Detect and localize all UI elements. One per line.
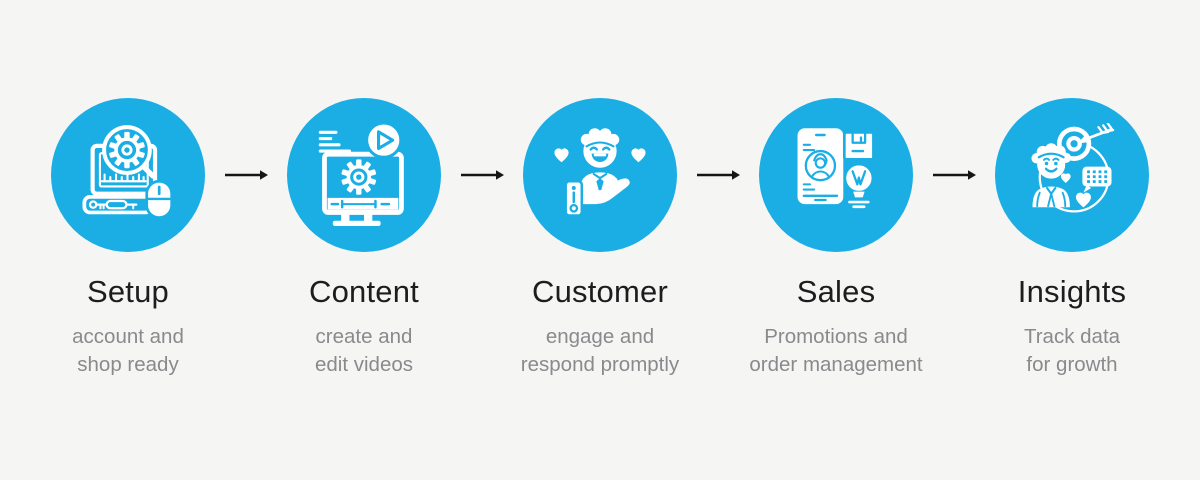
target-analytics-person-icon <box>1031 123 1115 213</box>
smartphone-order-bulb-icon <box>797 128 875 209</box>
step-description-line: Promotions and <box>764 325 908 348</box>
flow-arrow <box>459 98 505 252</box>
flow-arrow <box>223 98 269 252</box>
step-description-line: engage and <box>545 325 655 348</box>
step-description: create and edit videos <box>315 323 413 378</box>
step-title: Sales <box>796 274 876 309</box>
step-title: Setup <box>86 274 169 309</box>
step-circle <box>287 98 441 252</box>
step-circle <box>523 98 677 252</box>
step-description-line: create and <box>315 325 413 348</box>
right-arrow-icon <box>225 170 268 180</box>
step-sales: Sales Promotions and order management <box>741 98 931 378</box>
step-circle <box>995 98 1149 252</box>
step-description-line: for growth <box>1026 352 1118 376</box>
flow-arrow <box>931 98 977 252</box>
flow-arrow <box>695 98 741 252</box>
right-arrow-icon <box>461 170 504 180</box>
right-arrow-icon <box>933 170 976 180</box>
video-editing-monitor-icon <box>318 123 404 226</box>
workflow-row: Setup account and shop ready <box>33 98 1167 378</box>
step-description-line: edit videos <box>314 352 413 376</box>
step-description: Track data for growth <box>1024 323 1120 378</box>
customer-care-hand-icon <box>554 128 646 217</box>
step-description: account and shop ready <box>72 323 184 378</box>
step-title: Customer <box>532 274 668 309</box>
step-description-line: shop ready <box>77 352 179 376</box>
step-content: Content create and edit videos <box>269 98 459 378</box>
step-description: engage and respond promptly <box>521 323 679 378</box>
step-title: Content <box>309 274 419 309</box>
step-circle <box>759 98 913 252</box>
step-insights: Insights Track data for growth <box>977 98 1167 378</box>
right-arrow-icon <box>697 170 740 180</box>
step-description-line: order management <box>749 352 923 376</box>
step-setup: Setup account and shop ready <box>33 98 223 378</box>
step-description-line: account and <box>72 325 184 348</box>
laptop-search-gear-icon <box>82 125 174 219</box>
step-description: Promotions and order management <box>749 323 922 378</box>
step-description-line: respond promptly <box>520 352 680 376</box>
step-description-line: Track data <box>1023 325 1121 348</box>
step-title: Insights <box>1017 274 1127 309</box>
step-customer: Customer engage and respond promptly <box>505 98 695 378</box>
step-circle <box>51 98 205 252</box>
